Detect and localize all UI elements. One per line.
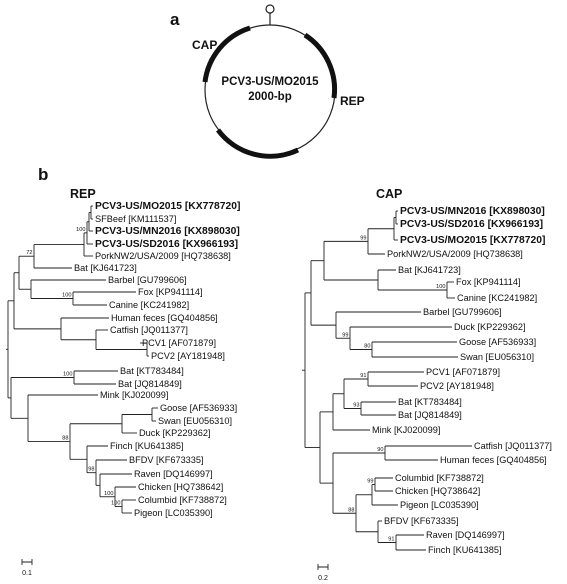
rep-bootstrap-value: 72: [26, 250, 32, 256]
cap-bootstrap-value: 93: [353, 403, 359, 409]
rep-phylogenetic-tree: PCV3-US/MO2015 [KX778720] SFBeef [KM11153…: [6, 201, 240, 518]
cap-tree-title: CAP: [376, 187, 402, 201]
cap-bootstrap-value: 99: [367, 479, 373, 485]
cap-leaf-label: PorkNW2/USA/2009 [HQ738638]: [387, 249, 523, 259]
cap-leaf-label: Duck [KP229362]: [454, 322, 526, 332]
cap-leaf-label: Swan [EU056310]: [460, 352, 534, 362]
cap-bootstrap-value: 99: [342, 332, 348, 338]
cap-bootstrap-value: 91: [388, 537, 394, 543]
rep-leaf-label: Canine [KC241982]: [109, 300, 189, 310]
cap-leaf-label: Mink [KJ020099]: [372, 425, 440, 435]
rep-leaf-label: PCV1 [AF071879]: [142, 338, 216, 348]
rep-label: REP: [340, 94, 365, 108]
cap-leaf-label: Raven [DQ146997]: [426, 530, 505, 540]
rep-leaf-label: PCV3-US/MO2015 [KX778720]: [95, 201, 240, 212]
cap-leaf-label: Bat [KT783484]: [398, 397, 462, 407]
rep-leaf-label: PCV2 [AY181948]: [151, 351, 225, 361]
cap-leaf-label: Catfish [JQ011377]: [474, 441, 552, 451]
rep-scale-label: 0.1: [22, 570, 32, 577]
rep-leaf-label: SFBeef [KM111537]: [95, 214, 176, 224]
rep-leaf-label: PorkNW2/USA/2009 [HQ738638]: [95, 251, 231, 261]
cap-leaf-label: BFDV [KF673335]: [384, 516, 459, 526]
rep-leaf-label: Bat [JQ814849]: [118, 379, 182, 389]
cap-leaf-label: Goose [AF536933]: [459, 337, 536, 347]
panel-a-letter: a: [170, 10, 180, 29]
cap-leaf-label: Bat [JQ814849]: [398, 410, 462, 420]
rep-arc-lower: [215, 128, 300, 159]
rep-arc-upper: [303, 32, 338, 99]
rep-leaf-label: Raven [DQ146997]: [134, 469, 213, 479]
cap-leaf-label: Finch [KU641385]: [428, 545, 502, 555]
cap-bootstrap-value: 99: [360, 235, 366, 241]
cap-scale-bar: 0.2: [317, 564, 329, 582]
cap-leaf-label: Pigeon [LC035390]: [400, 500, 479, 510]
cap-phylogenetic-tree: PCV3-US/MN2016 [KX898030] PCV3-US/SD2016 …: [302, 206, 552, 555]
rep-leaf-label: Bat [KT783484]: [120, 366, 184, 376]
cap-leaf-label: Columbid [KF738872]: [395, 473, 484, 483]
rep-bootstrap-value: 100: [63, 372, 72, 378]
cap-leaf-label: PCV2 [AY181948]: [420, 381, 494, 391]
cap-label: CAP: [192, 38, 217, 52]
rep-leaf-label: PCV3-US/SD2016 [KX966193]: [95, 239, 238, 250]
rep-leaf-label: Chicken [HQ738642]: [138, 482, 223, 492]
cap-arc: [202, 25, 251, 83]
genome-size: 2000-bp: [248, 91, 291, 103]
origin-marker: [265, 4, 275, 14]
cap-leaf-label: Human feces [GQ404856]: [440, 455, 547, 465]
rep-leaf-label: Goose [AF536933]: [160, 403, 237, 413]
cap-leaf-label: PCV1 [AF071879]: [426, 367, 500, 377]
cap-leaf-label: Bat [KJ641723]: [398, 265, 461, 275]
rep-leaf-label: Pigeon [LC035390]: [134, 508, 213, 518]
cap-leaf-label: Chicken [HQ738642]: [395, 486, 480, 496]
rep-leaf-label: Swan [EU056310]: [158, 416, 232, 426]
rep-leaf-label: Barbel [GU799606]: [108, 275, 187, 285]
genome-name: PCV3-US/MO2015: [221, 76, 319, 88]
rep-leaf-label: Columbid [KF738872]: [138, 495, 227, 505]
rep-bootstrap-value: 100: [104, 491, 113, 497]
rep-bootstrap-value: 88: [62, 436, 68, 442]
rep-leaf-label: Duck [KP229362]: [139, 428, 211, 438]
cap-leaf-label: PCV3-US/MN2016 [KX898030]: [400, 206, 545, 217]
rep-bootstrap-value: 100: [62, 293, 71, 299]
rep-bootstrap-value: 100: [111, 501, 120, 507]
cap-leaf-label: PCV3-US/SD2016 [KX966193]: [400, 219, 543, 230]
cap-bootstrap-value: 88: [348, 507, 354, 513]
rep-bootstrap-value: 100: [76, 227, 85, 233]
cap-bootstrap-value: 100: [436, 284, 445, 290]
cap-leaf-label: Fox [KP941114]: [456, 277, 521, 287]
rep-scale-line: [21, 559, 33, 565]
rep-leaf-label: Bat [KJ641723]: [74, 263, 137, 273]
cap-leaf-label: PCV3-US/MO2015 [KX778720]: [400, 235, 545, 246]
rep-leaf-label: Fox [KP941114]: [138, 287, 203, 297]
rep-leaf-label: Mink [KJ020099]: [100, 390, 168, 400]
rep-leaf-label: Human feces [GQ404856]: [111, 313, 218, 323]
cap-bootstrap-value: 91: [360, 373, 366, 379]
rep-leaf-label: BFDV [KF673335]: [129, 455, 204, 465]
rep-scale-bar: 0.1: [21, 559, 33, 577]
rep-leaf-label: Catfish [JQ011377]: [110, 325, 188, 335]
rep-bootstrap-value: 98: [88, 467, 94, 473]
cap-scale-line: [317, 564, 329, 570]
rep-leaf-label: Finch [KU641385]: [110, 441, 184, 451]
cap-bootstrap-value: 90: [377, 447, 383, 453]
panel-b-letter: b: [38, 165, 48, 184]
rep-tree-title: REP: [70, 187, 96, 201]
cap-leaf-label: Barbel [GU799606]: [423, 307, 502, 317]
rep-leaf-label: PCV3-US/MN2016 [KX898030]: [95, 226, 240, 237]
genome-map: CAP REP PCV3-US/MO2015 2000-bp: [192, 4, 365, 159]
cap-bootstrap-value: 80: [364, 344, 370, 350]
cap-leaf-label: Canine [KC241982]: [457, 293, 537, 303]
cap-scale-label: 0.2: [318, 575, 328, 582]
